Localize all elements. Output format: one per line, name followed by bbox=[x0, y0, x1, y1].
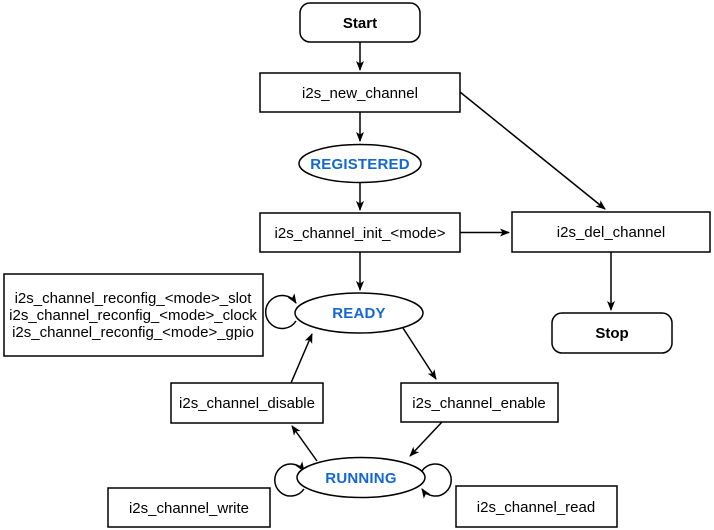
node-ready-state: READY bbox=[294, 292, 424, 334]
stop-terminal-shape bbox=[551, 312, 673, 354]
del-channel-box bbox=[511, 211, 711, 253]
node-disable: i2s_channel_disable bbox=[170, 382, 324, 424]
reconfig-line-gpio: i2s_channel_reconfig_<mode>_gpio bbox=[12, 324, 254, 341]
edge-ready-self-loop bbox=[264, 293, 297, 330]
running-label: RUNNING bbox=[325, 470, 396, 487]
registered-label: REGISTERED bbox=[310, 156, 410, 173]
node-read: i2s_channel_read bbox=[455, 485, 618, 528]
del-channel-label: i2s_del_channel bbox=[557, 224, 665, 241]
edge-enable-to-running bbox=[409, 421, 443, 457]
node-running-state: RUNNING bbox=[296, 456, 426, 499]
ready-ellipse bbox=[294, 292, 424, 334]
ready-label: READY bbox=[332, 305, 386, 322]
write-label: i2s_channel_write bbox=[129, 500, 249, 517]
enable-label: i2s_channel_enable bbox=[412, 395, 545, 412]
reconfig-box bbox=[3, 273, 264, 357]
read-label: i2s_channel_read bbox=[477, 499, 595, 516]
edge-new-channel-to-del-channel bbox=[459, 91, 606, 210]
node-init: i2s_channel_init_<mode> bbox=[259, 212, 461, 253]
stop-label: Stop bbox=[595, 325, 628, 342]
write-box bbox=[107, 487, 271, 528]
node-stop: Stop bbox=[551, 312, 673, 354]
init-box bbox=[259, 212, 461, 253]
enable-box bbox=[400, 382, 559, 423]
new-channel-label: i2s_new_channel bbox=[302, 85, 418, 102]
node-write: i2s_channel_write bbox=[107, 487, 271, 528]
edge-running-self-loop-left bbox=[274, 461, 305, 497]
reconfig-line-slot: i2s_channel_reconfig_<mode>_slot bbox=[15, 290, 253, 307]
node-registered-state: REGISTERED bbox=[298, 143, 422, 184]
start-label: Start bbox=[343, 15, 377, 32]
registered-ellipse bbox=[298, 143, 422, 184]
node-del-channel: i2s_del_channel bbox=[511, 211, 711, 253]
edges bbox=[264, 42, 615, 499]
node-reconfig: i2s_channel_reconfig_<mode>_slot i2s_cha… bbox=[3, 273, 264, 357]
disable-label: i2s_channel_disable bbox=[179, 395, 315, 412]
edge-disable-to-ready bbox=[290, 333, 313, 384]
node-start: Start bbox=[299, 2, 421, 43]
disable-box bbox=[170, 382, 324, 424]
running-ellipse bbox=[296, 456, 426, 499]
edge-running-self-loop-right bbox=[421, 463, 452, 499]
node-enable: i2s_channel_enable bbox=[400, 382, 559, 423]
new-channel-box bbox=[259, 72, 461, 113]
reconfig-line-clock: i2s_channel_reconfig_<mode>_clock bbox=[9, 307, 257, 324]
read-box bbox=[455, 485, 618, 528]
edge-running-to-disable bbox=[291, 425, 318, 462]
node-new-channel: i2s_new_channel bbox=[259, 72, 461, 113]
start-terminal-shape bbox=[299, 2, 421, 43]
edge-ready-to-enable bbox=[402, 327, 437, 380]
init-label: i2s_channel_init_<mode> bbox=[275, 225, 446, 242]
